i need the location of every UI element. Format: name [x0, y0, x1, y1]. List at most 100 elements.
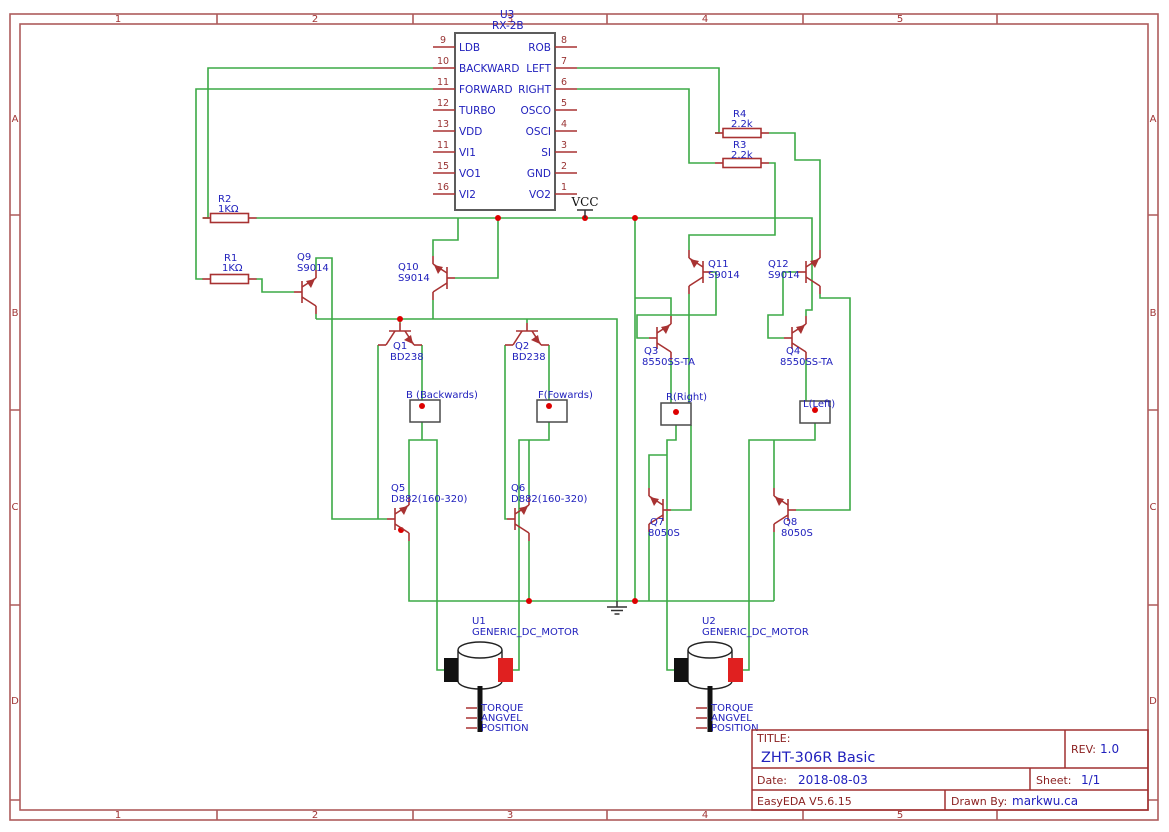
pin-name: LEFT	[526, 63, 551, 75]
transistor-value: D882(160-320)	[511, 494, 587, 505]
resistor-value: 2.2k	[731, 150, 753, 161]
drawn-by-label: Drawn By:	[951, 795, 1007, 808]
rev-value[interactable]: 1.0	[1100, 742, 1119, 756]
motor-U1[interactable]: U1 GENERIC_DC_MOTOR TORQUE ANGVEL POSITI…	[444, 616, 579, 734]
pin-number: 10	[437, 56, 449, 67]
pin-name: VI2	[459, 189, 476, 201]
transistor-Q3[interactable]: Q3 8550SS-TA	[642, 315, 695, 368]
sheet-value[interactable]: 1/1	[1081, 773, 1100, 787]
test-point-forwards[interactable]: F(Fowards)	[536, 390, 593, 423]
frame-col-label: 3	[507, 810, 513, 821]
motor-pin-label: POSITION	[711, 723, 759, 734]
transistor-ref: Q1	[393, 341, 407, 352]
frame-row-label: B	[1150, 308, 1157, 319]
transistor-value: 8550SS-TA	[642, 357, 695, 368]
rev-label: REV:	[1071, 743, 1096, 756]
transistor-Q9[interactable]: Q9 S9014	[293, 252, 329, 315]
pin-number: 15	[437, 161, 449, 172]
motor-pin-label: ANGVEL	[711, 713, 752, 724]
transistor-value: 8550SS-TA	[780, 357, 833, 368]
motor-terminal-black	[674, 658, 688, 682]
pin-number: 11	[437, 77, 449, 88]
pin-name: VO1	[459, 168, 481, 180]
pin-name: BACKWARD	[459, 63, 519, 75]
transistor-Q5[interactable]: Q5 D882(160-320)	[386, 483, 467, 542]
frame-col-label: 5	[897, 14, 903, 25]
tool-version: EasyEDA V5.6.15	[757, 795, 852, 808]
transistor-value: D882(160-320)	[391, 494, 467, 505]
pin-number: 2	[561, 161, 567, 172]
motor-terminal-red	[728, 658, 743, 682]
frame-row-label: C	[1150, 502, 1157, 513]
transistor-Q8[interactable]: Q8 8050S	[773, 487, 813, 539]
transistor-value: 8050S	[648, 528, 680, 539]
test-point-label: L(Left)	[803, 399, 835, 410]
ic-U3[interactable]: U3 RX-2B 9 10 11 12 13 11 15 16 LDB BACK…	[433, 9, 577, 211]
transistor-ref: Q4	[786, 346, 800, 357]
ground-symbol[interactable]	[607, 601, 627, 615]
pin-number: 5	[561, 98, 567, 109]
motor-U2[interactable]: U2 GENERIC_DC_MOTOR TORQUE ANGVEL POSITI…	[674, 616, 809, 734]
ic-ref: U3	[500, 9, 514, 21]
motor-value: GENERIC_DC_MOTOR	[702, 627, 809, 638]
resistor-R1[interactable]: R1 1KΩ	[201, 253, 258, 285]
resistor-R3[interactable]: R3 2.2k	[714, 140, 770, 169]
pin-number: 7	[561, 56, 567, 67]
date-value[interactable]: 2018-08-03	[798, 773, 868, 787]
pin-number: 3	[561, 140, 567, 151]
pin-name: TURBO	[458, 105, 496, 117]
transistor-Q2[interactable]: Q2 BD238	[504, 322, 550, 363]
transistor-Q1[interactable]: Q1 BD238	[377, 322, 424, 363]
title-block: TITLE: ZHT-306R Basic REV: 1.0 Date: 201…	[751, 729, 1149, 811]
frame-col-label: 5	[897, 810, 903, 821]
frame-row-label: C	[12, 502, 19, 513]
test-point-left[interactable]: L(Left)	[799, 399, 835, 424]
resistor-R4[interactable]: R4 2.2k	[714, 109, 770, 139]
transistor-value: BD238	[390, 352, 424, 363]
pin-name: RIGHT	[518, 84, 551, 96]
test-point-backwards[interactable]: B (Backwards)	[406, 390, 478, 423]
transistor-ref: Q7	[650, 517, 664, 528]
transistor-value: S9014	[398, 273, 430, 284]
pin-name: VO2	[529, 189, 551, 201]
frame-row-label: A	[12, 114, 19, 125]
transistor-Q11[interactable]: Q11 S9014	[688, 249, 740, 295]
motor-ref: U1	[472, 616, 486, 627]
resistor-ref: R2	[218, 194, 231, 205]
transistor-ref: Q6	[511, 483, 525, 494]
transistor-ref: Q5	[391, 483, 405, 494]
resistor-value: 1KΩ	[218, 204, 239, 215]
frame-col-label: 1	[115, 14, 121, 25]
transistor-Q6[interactable]: Q6 D882(160-320)	[506, 483, 587, 542]
transistor-Q10[interactable]: Q10 S9014	[398, 255, 456, 301]
pin-number: 8	[561, 35, 567, 46]
transistor-Q12[interactable]: Q12 S9014	[768, 249, 821, 295]
motor-terminal-black	[444, 658, 458, 682]
frame-row-label: D	[1149, 696, 1157, 707]
transistor-ref: Q12	[768, 259, 789, 270]
transistor-value: BD238	[512, 352, 546, 363]
vcc-net-flag[interactable]: VCC	[570, 195, 599, 218]
transistor-Q4[interactable]: Q4 8550SS-TA	[780, 315, 833, 368]
transistor-value: S9014	[297, 263, 329, 274]
transistor-value: 8050S	[781, 528, 813, 539]
test-point-right[interactable]: R(Right)	[660, 392, 707, 426]
pin-name: OSCI	[526, 126, 551, 138]
wire-network[interactable]	[195, 67, 851, 671]
motor-pin-label: TORQUE	[710, 703, 753, 714]
frame-col-label: 1	[115, 810, 121, 821]
transistor-Q7[interactable]: Q7 8050S	[648, 487, 680, 539]
pin-number: 6	[561, 77, 567, 88]
pin-number: 1	[561, 182, 567, 193]
sheet-label: Sheet:	[1036, 774, 1072, 787]
ic-value: RX-2B	[492, 20, 524, 32]
sheet-title[interactable]: ZHT-306R Basic	[761, 750, 875, 766]
frame-col-label: 2	[312, 810, 318, 821]
resistor-R2[interactable]: R2 1KΩ	[201, 194, 258, 224]
pin-number: 13	[437, 119, 449, 130]
drawn-by-value[interactable]: markwu.ca	[1012, 794, 1078, 808]
transistor-ref: Q8	[783, 517, 797, 528]
resistor-ref: R1	[224, 253, 237, 264]
